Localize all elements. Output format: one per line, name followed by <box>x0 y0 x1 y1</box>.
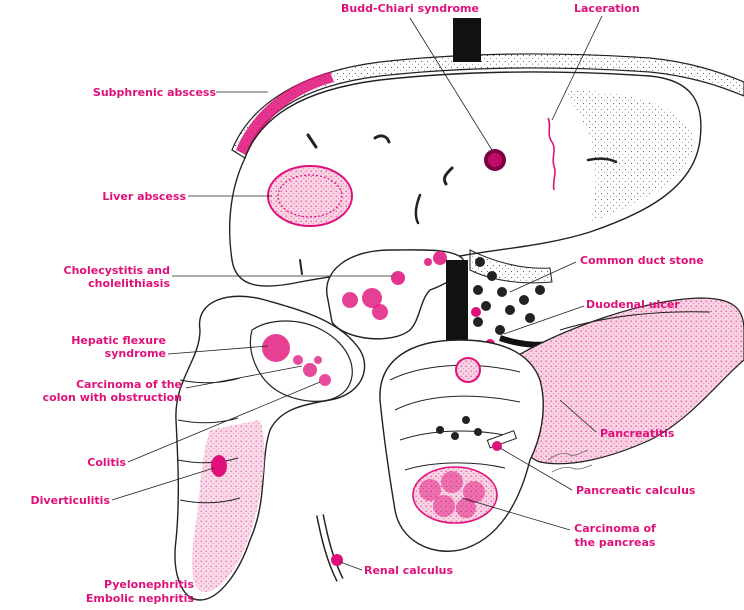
duodenal-ulcer <box>455 357 481 383</box>
portal-vein <box>446 260 468 360</box>
label-budd-chiari: Budd-Chiari syndrome <box>341 2 479 15</box>
pancreas <box>509 297 744 465</box>
laceration-mark <box>547 117 556 191</box>
liver-shading <box>560 90 695 222</box>
label-cholecystitis-1: Cholecystitis and <box>63 264 171 277</box>
label-subphrenic-abscess: Subphrenic abscess <box>92 86 216 99</box>
diverticulum <box>211 455 227 477</box>
hepatic-flexure-lesion <box>262 334 290 362</box>
label-pancreatic-calculus: Pancreatic calculus <box>576 484 696 497</box>
label-laceration: Laceration <box>574 2 640 15</box>
label-cholecystitis-2: cholelithiasis <box>88 277 170 290</box>
subphrenic-abscess-band <box>236 72 334 156</box>
diaphragm-band <box>231 53 744 159</box>
label-pancreatitis: Pancreatitis <box>600 427 675 440</box>
renal-calculus-stone <box>331 554 343 566</box>
vena-cava <box>453 18 481 62</box>
label-carcinoma-colon-2: colon with obstruction <box>42 391 182 404</box>
common-duct-stones <box>473 257 545 335</box>
label-hepatic-flexure-2: syndrome <box>104 347 166 360</box>
label-duodenal-ulcer: Duodenal ulcer <box>586 298 680 311</box>
label-renal-calculus: Renal calculus <box>364 564 453 577</box>
label-hepatic-flexure-1: Hepatic flexure <box>71 334 166 347</box>
colon-carcinoma <box>293 355 331 386</box>
label-colitis: Colitis <box>87 456 126 469</box>
pancreatic-carcinoma <box>412 466 498 524</box>
label-carcinoma-pancreas-2: the pancreas <box>574 536 656 549</box>
label-liver-abscess: Liver abscess <box>102 190 186 203</box>
label-embolic-nephritis: Embolic nephritis <box>85 592 194 605</box>
leader-lines <box>111 15 603 571</box>
label-diverticulitis: Diverticulitis <box>30 494 110 507</box>
liver <box>228 71 702 287</box>
label-pyelonephritis: Pyelonephritis <box>104 578 194 591</box>
label-carcinoma-colon-1: Carcinoma of the <box>75 378 182 391</box>
label-carcinoma-pancreas-1: Carcinoma of <box>574 522 656 535</box>
label-common-duct-stone: Common duct stone <box>580 254 704 267</box>
